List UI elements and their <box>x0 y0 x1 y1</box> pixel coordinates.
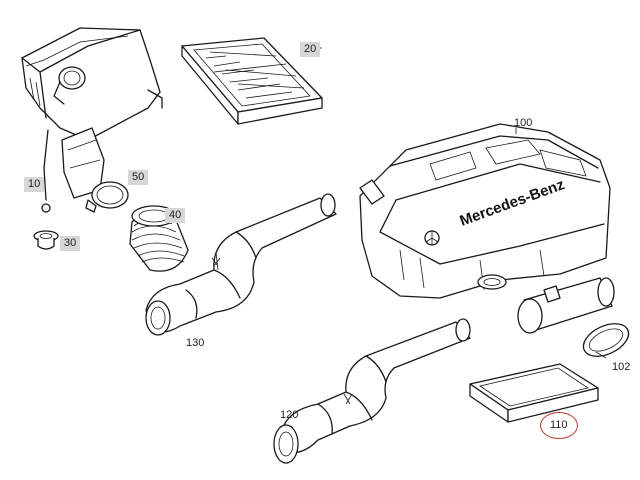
part-label-40[interactable]: 40 <box>165 208 186 223</box>
part-50-hose-clamp[interactable] <box>85 181 129 213</box>
part-30-plug[interactable] <box>33 230 59 250</box>
part-label-20[interactable]: 20 <box>300 42 321 57</box>
part-label-120[interactable]: 120 <box>280 409 299 421</box>
part-102-seal-ring[interactable] <box>578 317 633 363</box>
part-100-engine-cover[interactable]: Mercedes-Benz <box>359 123 611 299</box>
part-130-intake-duct[interactable] <box>145 193 337 336</box>
part-20-filter-element[interactable] <box>181 37 323 125</box>
part-label-110-highlighted[interactable]: 110 <box>540 412 578 439</box>
part-100-resonator <box>517 277 615 334</box>
part-label-30[interactable]: 30 <box>60 236 81 251</box>
part-label-10[interactable]: 10 <box>24 177 45 192</box>
part-label-102[interactable]: 102 <box>612 361 631 373</box>
part-120-intake-duct[interactable] <box>273 318 471 464</box>
part-110-filter-element[interactable] <box>469 363 599 423</box>
part-label-50[interactable]: 50 <box>128 170 149 185</box>
part-label-100[interactable]: 100 <box>514 117 533 129</box>
part-label-130[interactable]: 130 <box>186 337 205 349</box>
part-10-air-filter-housing[interactable] <box>21 27 163 213</box>
